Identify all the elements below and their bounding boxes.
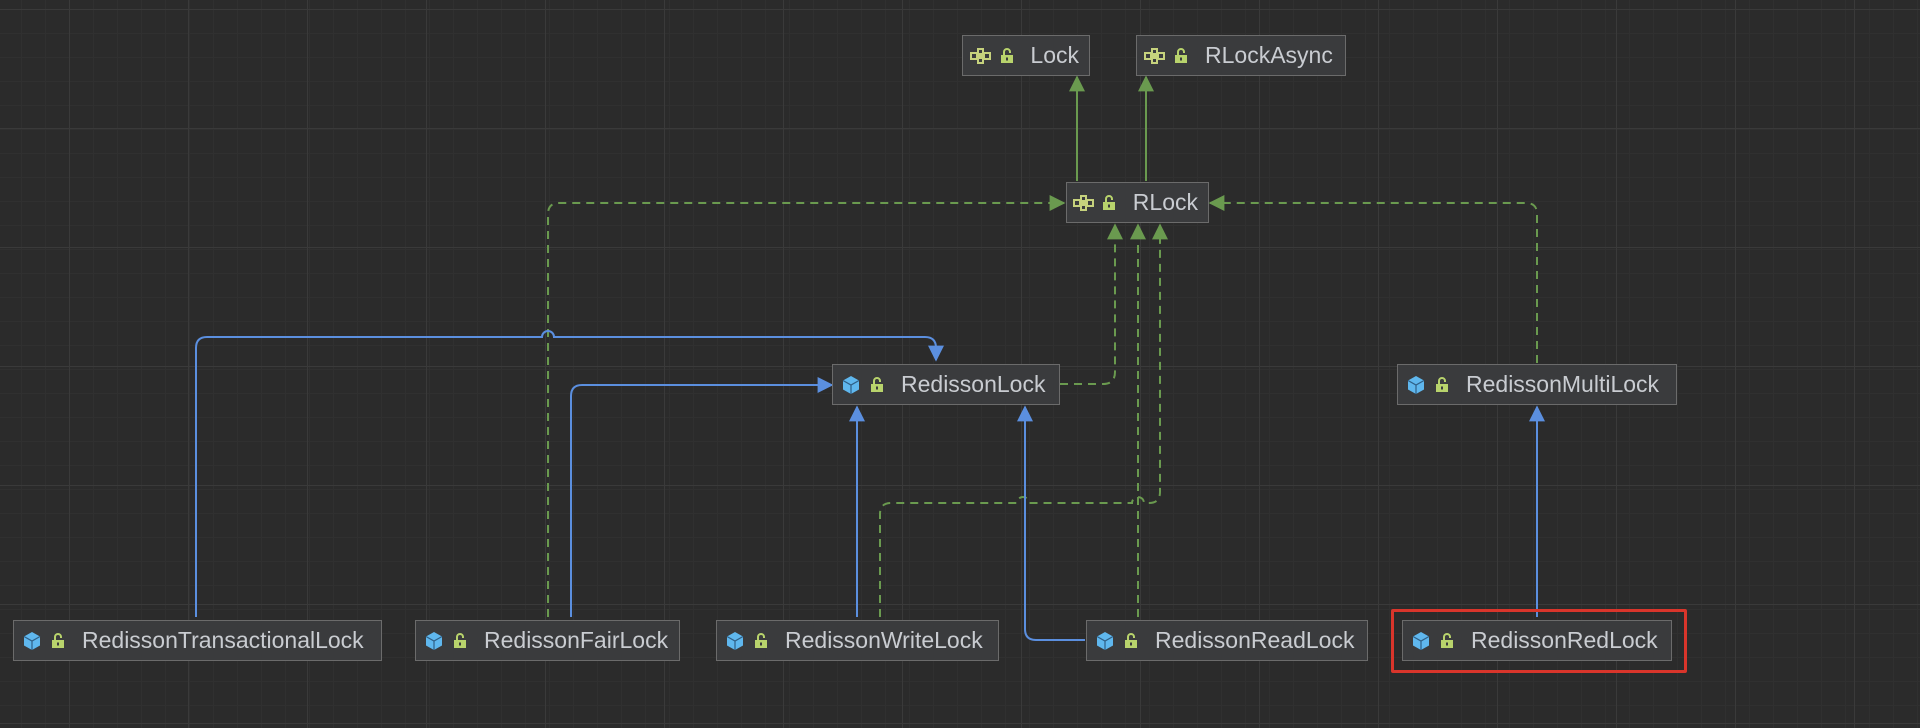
unlocked-icon bbox=[867, 374, 887, 396]
node-label: RedissonWriteLock bbox=[785, 627, 983, 653]
unlocked-icon bbox=[1171, 45, 1191, 67]
unlocked-icon bbox=[450, 630, 470, 652]
node-label: RedissonReadLock bbox=[1155, 627, 1355, 653]
unlocked-icon bbox=[1432, 374, 1452, 396]
node-rlock[interactable]: RLock bbox=[1066, 182, 1209, 223]
unlocked-icon bbox=[751, 630, 771, 652]
class-icon bbox=[422, 630, 446, 652]
unlocked-icon bbox=[1121, 630, 1141, 652]
unlocked-icon bbox=[1437, 630, 1457, 652]
interface-icon bbox=[969, 45, 993, 67]
node-lock[interactable]: Lock bbox=[962, 35, 1090, 76]
node-rlockasync[interactable]: RLockAsync bbox=[1136, 35, 1346, 76]
interface-icon bbox=[1143, 45, 1167, 67]
node-redissonredlock[interactable]: RedissonRedLock bbox=[1402, 620, 1672, 661]
node-label: Lock bbox=[1030, 42, 1079, 68]
node-label: RedissonRedLock bbox=[1471, 627, 1658, 653]
node-label: RedissonMultiLock bbox=[1466, 371, 1660, 397]
node-label: RLockAsync bbox=[1205, 42, 1333, 68]
unlocked-icon bbox=[997, 45, 1017, 67]
class-icon bbox=[1093, 630, 1117, 652]
node-redissonfairlock[interactable]: RedissonFairLock bbox=[415, 620, 680, 661]
class-icon bbox=[723, 630, 747, 652]
unlocked-icon bbox=[1100, 192, 1119, 214]
node-redissonmultilock[interactable]: RedissonMultiLock bbox=[1397, 364, 1677, 405]
edge-redissonmultilock-implements-rlock bbox=[1208, 195, 1538, 363]
class-icon bbox=[1404, 374, 1428, 396]
class-icon bbox=[1409, 630, 1433, 652]
edge-redissonfairlock-extends-redissonlock bbox=[570, 377, 834, 617]
edge-redissontransactionallock-extends-redissonlock bbox=[195, 330, 944, 617]
node-label: RedissonFairLock bbox=[484, 627, 669, 653]
node-redissontransactionallock[interactable]: RedissonTransactionalLock bbox=[13, 620, 382, 661]
edge-redissonwritelock-implements-rlock bbox=[879, 223, 1168, 617]
node-redissonreadlock[interactable]: RedissonReadLock bbox=[1086, 620, 1368, 661]
node-label: RLock bbox=[1132, 189, 1198, 215]
edge-redissonfairlock-implements-rlock bbox=[547, 195, 1066, 617]
node-label: RedissonLock bbox=[901, 371, 1046, 397]
edge-redissonlock-implements-rlock bbox=[1060, 223, 1123, 385]
edge-redissonreadlock-extends-redissonlock bbox=[1017, 405, 1085, 641]
node-redissonlock[interactable]: RedissonLock bbox=[832, 364, 1060, 405]
node-label: RedissonTransactionalLock bbox=[82, 627, 364, 653]
unlocked-icon bbox=[48, 630, 68, 652]
node-redissonwritelock[interactable]: RedissonWriteLock bbox=[716, 620, 999, 661]
class-icon bbox=[839, 374, 863, 396]
class-icon bbox=[20, 630, 44, 652]
interface-icon bbox=[1073, 192, 1096, 214]
